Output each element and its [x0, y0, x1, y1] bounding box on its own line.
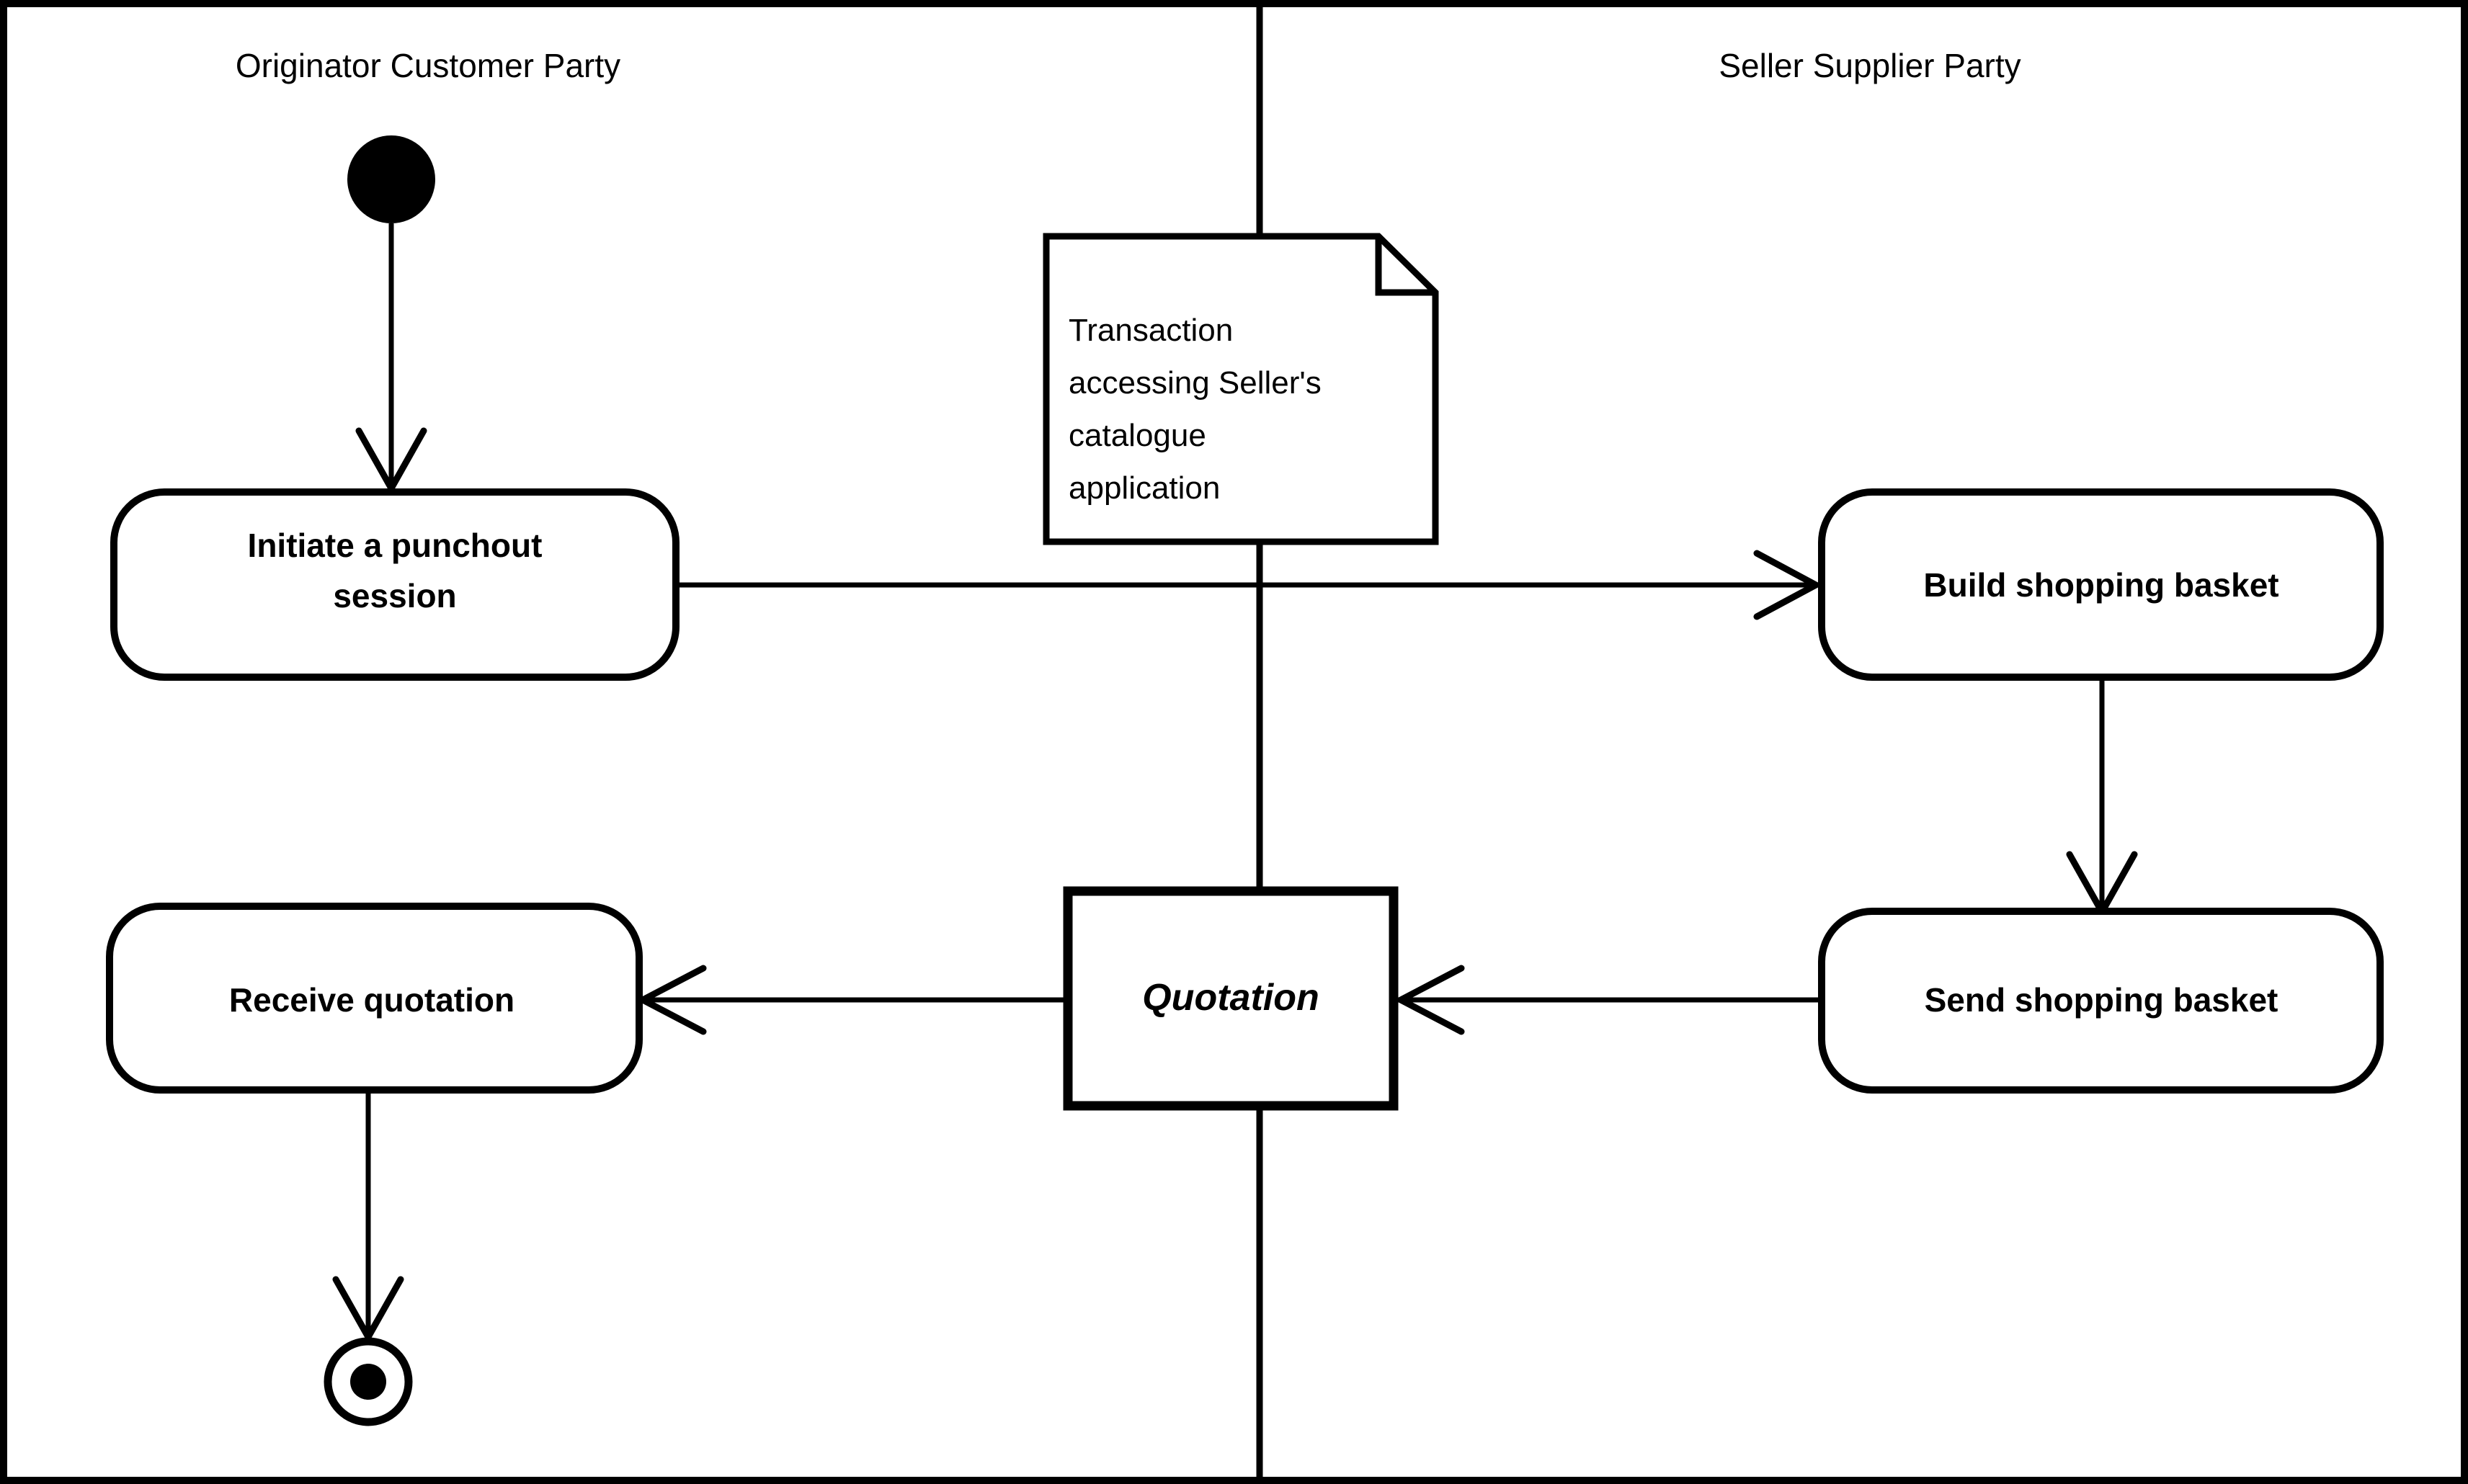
- arrowhead-final-top: [332, 1276, 404, 1344]
- comment-note-line-1: Transaction: [1069, 313, 1233, 348]
- object-node-quotation-label: Quotation: [1142, 977, 1319, 1019]
- action-node-build-shopping-basket[interactable]: Build shopping basket: [1818, 488, 2384, 681]
- swimlane-title-originator: Originator Customer Party: [236, 47, 620, 84]
- action-node-initiate-shape: [110, 488, 680, 681]
- comment-note-body: [1043, 233, 1439, 545]
- arrowhead-quotation-right: [1394, 965, 1465, 1035]
- action-node-receive-label: Receive quotation: [229, 981, 514, 1019]
- object-node-quotation-shape: [1063, 886, 1399, 1111]
- action-node-receive-quotation[interactable]: Receive quotation: [106, 903, 643, 1094]
- comment-note-fold-corner-icon: [1375, 236, 1435, 296]
- arrowhead-build-left: [1753, 550, 1823, 620]
- comment-note-line-4: application: [1069, 470, 1220, 506]
- swimlane-title-seller: Seller Supplier Party: [1719, 47, 2021, 84]
- action-node-initiate-label-line2: session: [333, 577, 456, 614]
- action-node-send-shape: [1818, 908, 2384, 1094]
- comment-note: Transaction accessing Seller's catalogue…: [1043, 233, 1439, 545]
- action-node-initiate-punchout-session[interactable]: Initiate a punchout session: [110, 488, 680, 681]
- action-node-build-shape: [1818, 488, 2384, 681]
- initial-node: [347, 135, 435, 223]
- object-node-quotation[interactable]: Quotation: [1063, 886, 1399, 1111]
- action-node-receive-shape: [106, 903, 643, 1094]
- action-node-initiate-label-line1: Initiate a punchout: [248, 527, 543, 564]
- action-node-send-label: Send shopping basket: [1925, 981, 2278, 1019]
- final-node-inner-dot: [350, 1364, 386, 1400]
- comment-note-line-3: catalogue: [1069, 418, 1206, 453]
- comment-note-line-2: accessing Seller's: [1069, 365, 1322, 401]
- action-node-build-label: Build shopping basket: [1923, 566, 2278, 604]
- action-node-send-shopping-basket[interactable]: Send shopping basket: [1818, 908, 2384, 1094]
